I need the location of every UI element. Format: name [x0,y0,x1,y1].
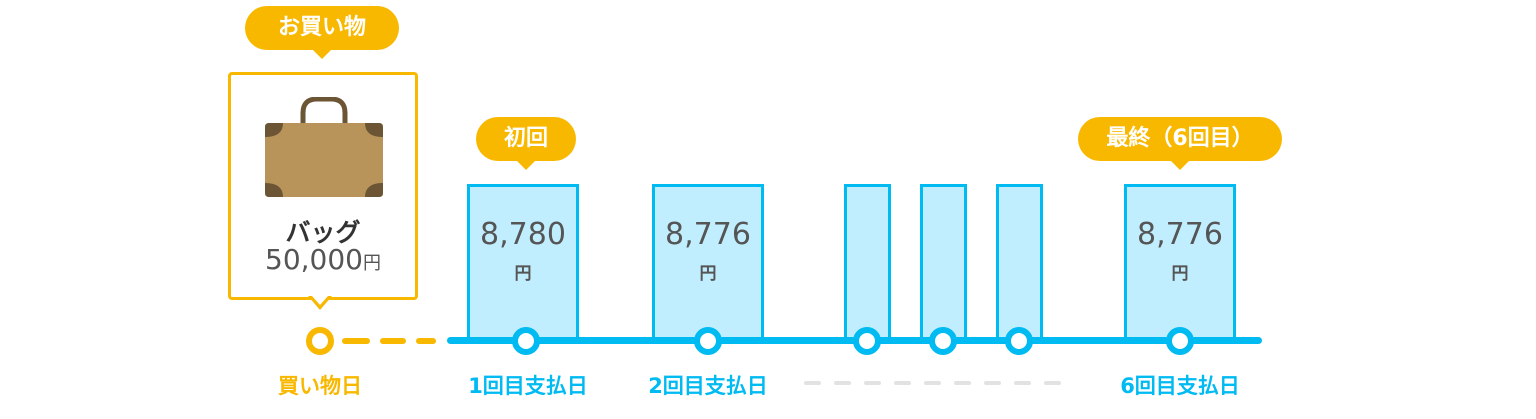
purchase-tag: お買い物 [245,6,399,59]
payment-bar-5 [996,184,1043,340]
item-price-unit: 円 [362,253,381,274]
payment-amount: 8,780 [480,217,566,252]
payment-bar-2: 8,776 円 [652,184,764,340]
payment-bar-4 [920,184,967,340]
payment-bar-3 [844,184,891,340]
payment-node-3 [853,327,881,355]
ellipsis-dash [1044,381,1061,385]
ellipsis-dash [954,381,971,385]
payment-node-4 [929,327,957,355]
final-payment-tag: 最終（6回目） [1078,117,1282,170]
payment-unit: 円 [1171,264,1189,284]
timeline-dash [416,338,436,344]
purchase-tag-label: お買い物 [277,15,366,40]
payment-unit: 円 [699,264,717,284]
ellipsis-dash [894,381,911,385]
payment-node-1 [512,327,540,355]
payment-bar-1: 8,780 円 [467,184,579,340]
item-price: 50,000円 [231,243,415,276]
payment-day-label-6: 6回目支払日 [1120,374,1240,398]
bag-icon [265,97,383,197]
ellipsis-dash [1014,381,1031,385]
payment-node-6 [1166,327,1194,355]
timeline-dash [380,338,406,344]
payment-node-2 [694,327,722,355]
ellipsis-dash [864,381,881,385]
payment-amount: 8,776 [665,217,751,252]
payment-node-5 [1005,327,1033,355]
item-price-value: 50,000 [265,243,363,276]
purchase-day-node [306,327,334,355]
first-payment-tag-label: 初回 [503,126,548,151]
timeline-dash [342,338,370,344]
ellipsis-dash [984,381,1001,385]
payment-day-label-1: 1回目支払日 [468,374,588,398]
final-payment-tag-label: 最終（6回目） [1106,126,1254,151]
purchase-card: バッグ 50,000円 [228,72,418,300]
ellipsis-dash [834,381,851,385]
payment-amount: 8,776 [1137,217,1223,252]
purchase-day-label: 買い物日 [278,374,362,398]
payment-day-label-2: 2回目支払日 [648,374,768,398]
first-payment-tag: 初回 [476,117,576,170]
payment-unit: 円 [514,264,532,284]
card-pointer-inner [312,296,328,305]
payment-bar-6: 8,776 円 [1124,184,1236,340]
ellipsis-dash [804,381,821,385]
ellipsis-dash [924,381,941,385]
item-name: バッグ [285,218,361,247]
